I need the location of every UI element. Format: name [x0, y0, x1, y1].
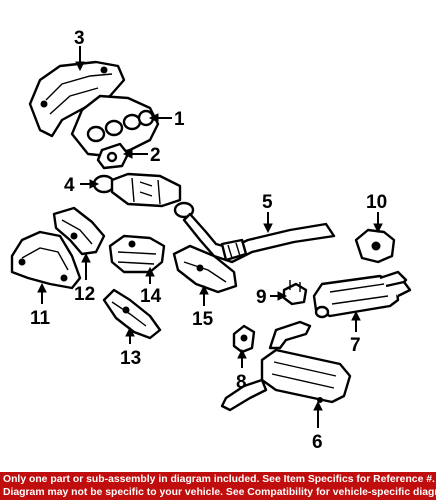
callout-12: 12	[74, 284, 95, 305]
part-11-heat-shield	[10, 230, 82, 290]
callout-14: 14	[140, 286, 162, 307]
part-14-heat-shield	[108, 234, 166, 274]
callout-5: 5	[262, 192, 273, 213]
part-10-hanger-bracket	[354, 228, 396, 264]
disclaimer-line-2: Diagram may not be specific to your vehi…	[3, 487, 436, 498]
callout-6: 6	[312, 432, 323, 453]
callout-15: 15	[192, 309, 214, 330]
callout-11: 11	[30, 308, 51, 329]
callout-1: 1	[174, 109, 185, 130]
callout-4: 4	[64, 175, 75, 196]
part-9-clamp	[282, 280, 308, 306]
part-3-heat-shield	[28, 60, 126, 138]
disclaimer-banner: Only one part or sub-assembly in diagram…	[0, 472, 436, 500]
part-5-front-pipe	[173, 201, 336, 264]
callout-10: 10	[366, 192, 387, 213]
callout-7: 7	[350, 335, 361, 356]
part-15-heat-shield	[172, 244, 238, 294]
part-7-rear-muffler	[312, 270, 412, 319]
callout-8: 8	[236, 372, 247, 393]
exhaust-parts-diagram: 3 1 2 4 5 10 11 12 14 15 9 7 13 8 6	[10, 28, 412, 453]
part-12-heat-shield	[52, 206, 106, 256]
callout-3: 3	[74, 28, 85, 49]
part-4-catalytic-converter	[92, 172, 182, 208]
part-13-heat-shield	[102, 288, 162, 340]
part-8-hanger	[232, 324, 256, 354]
callout-13: 13	[120, 348, 141, 369]
part-6-intermediate-muffler	[220, 320, 352, 412]
leader-lines	[37, 46, 383, 428]
diagram-svg: 3 1 2 4 5 10 11 12 14 15 9 7 13 8 6	[10, 28, 412, 453]
disclaimer-line-1: Only one part or sub-assembly in diagram…	[3, 474, 435, 485]
callout-9: 9	[256, 287, 267, 308]
part-2-gasket	[96, 142, 130, 170]
callout-2: 2	[150, 145, 161, 166]
